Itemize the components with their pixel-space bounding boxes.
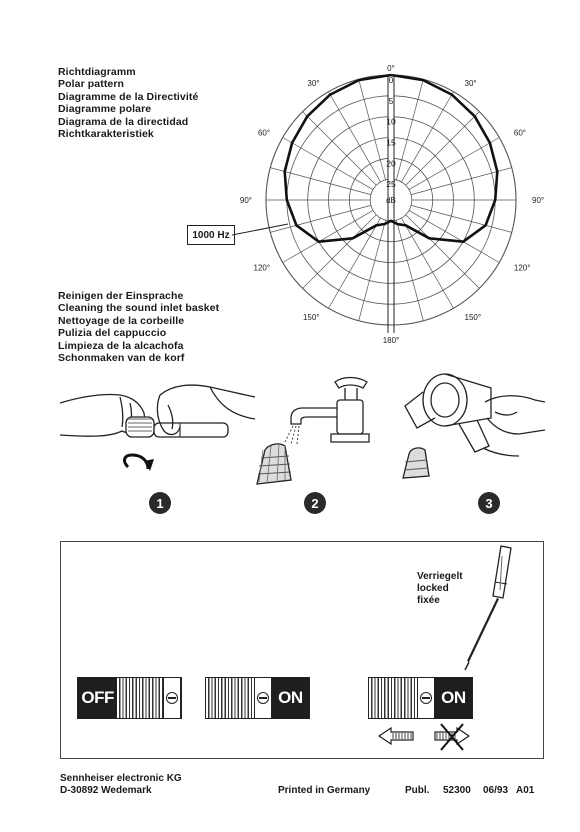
switch-knob [417, 678, 435, 718]
switch-on-label: ON [271, 678, 309, 718]
caption-line: Richtdiagramm [58, 66, 136, 78]
radial-tick-label: 5 [389, 96, 394, 106]
caption-line: Diagrama de la directidad [58, 115, 189, 128]
radial-tick-label: 10 [386, 117, 396, 127]
angle-label: 90° [240, 196, 252, 205]
angle-label: 120° [254, 264, 271, 273]
grid-spoke [328, 217, 381, 309]
grid-spoke [302, 111, 377, 186]
direction-arrows [377, 723, 471, 751]
caption-line: Reinigen der Einsprache [58, 290, 184, 302]
grid-spoke [411, 205, 512, 233]
caption-line: Cleaning the sound inlet basket [58, 302, 220, 315]
grid-spoke [270, 205, 371, 233]
grid-spoke [401, 217, 454, 309]
angle-label: 90° [532, 196, 544, 205]
grid-spoke [401, 91, 454, 183]
switch-off-position[interactable]: OFF [77, 677, 182, 719]
company-address: D-30892 Wedemark [60, 785, 152, 796]
switch-on-position[interactable]: ON [205, 677, 310, 719]
grid-spoke [302, 214, 377, 289]
grid-spoke [282, 210, 374, 263]
illustration-unscrew-basket [60, 384, 255, 471]
footer-publ-label: Publ. [405, 785, 430, 796]
footer-printed: Printed in Germany [278, 785, 371, 796]
step-badge: 3 [478, 492, 500, 514]
switch-locked-position[interactable]: ON [368, 677, 473, 719]
grid-spoke [405, 111, 480, 186]
step-badge: 2 [304, 492, 326, 514]
angle-label: 120° [514, 264, 531, 273]
caption-line: Richtkarakteristiek [58, 128, 154, 141]
switch-knob [254, 678, 272, 718]
caption-line: Limpieza de la alcachofa [58, 339, 184, 352]
angle-label: 30° [465, 79, 477, 88]
switch-lock-panel: Verriegelt locked fixée OFF ON ON [60, 541, 544, 759]
switch-on-label: ON [434, 678, 472, 718]
radial-tick-label: 0 [389, 75, 394, 85]
switch-ridges [206, 678, 255, 718]
arrow-left-icon [377, 726, 414, 746]
radial-unit-label: dB [386, 196, 396, 205]
caption-line: Nettoyage de la corbeille [58, 314, 185, 327]
radial-tick-label: 20 [386, 158, 396, 168]
radial-tick-label: 15 [386, 138, 396, 148]
grid-spoke [408, 210, 500, 263]
grid-spoke [408, 137, 500, 190]
footer-publ-number: 52300 [443, 785, 471, 796]
series-line-1000hz [283, 73, 499, 243]
angle-label: 30° [307, 79, 319, 88]
caption-line: Diagramme polare [58, 103, 152, 116]
caption-line: Pulizia del cappuccio [58, 327, 167, 340]
angle-label: 60° [514, 129, 526, 138]
grid-spoke [270, 167, 371, 195]
grid-spoke [411, 167, 512, 195]
caption-line: Polar pattern [58, 78, 125, 91]
angle-label: 150° [465, 313, 482, 322]
frequency-leader-line [232, 223, 289, 236]
grid-spoke [405, 214, 480, 289]
arrow-right-blocked-icon [434, 723, 471, 751]
caption-line: Schonmaken van de korf [58, 352, 185, 365]
locked-text: Verriegelt locked fixée [417, 571, 463, 607]
polar-pattern-chart: 0 5 10 15 20 25 dB 0° 30° 60° 90° 120° 150° 180° 30° 60… [240, 64, 544, 345]
series-label: 1000 Hz [192, 229, 230, 241]
radial-tick-label: 25 [386, 179, 396, 189]
grid-spoke [358, 220, 386, 321]
polar-caption: Richtdiagramm Polar pattern Diagramme de… [58, 66, 198, 140]
angle-label: 180° [383, 336, 400, 345]
screwdriver-icon [464, 545, 512, 671]
axis-gap [388, 75, 394, 182]
caption-line: Diagramme de la Directivité [58, 90, 199, 103]
switch-ridges [369, 678, 418, 718]
footer-company: Sennheiser electronic KG D-30892 Wedemar… [60, 773, 182, 797]
cleaning-caption: Reinigen der Einsprache Cleaning the sou… [58, 290, 219, 364]
locked-line: locked [417, 583, 449, 594]
angle-label: 0° [387, 64, 395, 73]
grid-spoke [328, 91, 381, 183]
company-name: Sennheiser electronic KG [60, 773, 182, 784]
step-badge: 1 [149, 492, 171, 514]
grid-spoke [282, 137, 374, 190]
switch-off-label: OFF [78, 678, 118, 718]
angle-label: 60° [258, 129, 270, 138]
grid-spoke [358, 79, 386, 180]
frequency-label-box: 1000 Hz [187, 225, 235, 245]
angle-label: 150° [303, 313, 320, 322]
footer-date-code: 06/93 [483, 785, 509, 796]
switch-knob [163, 678, 181, 718]
switch-ridges [117, 678, 164, 718]
footer-revision: A01 [516, 785, 535, 796]
grid-spoke [396, 220, 424, 321]
locked-line: fixée [417, 595, 440, 606]
locked-line: Verriegelt [417, 571, 463, 582]
illustration-rinse-basket [256, 376, 370, 485]
grid-spoke [396, 79, 424, 180]
illustration-dry-basket [402, 373, 545, 479]
